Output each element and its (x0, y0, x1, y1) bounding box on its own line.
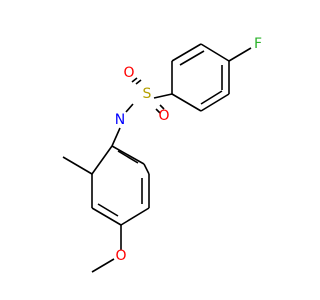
bond (171, 93, 202, 112)
bond (228, 47, 252, 62)
fluorine-atom-label: F (254, 36, 262, 52)
bond (91, 145, 113, 175)
oxygen-atom-label: O (123, 65, 134, 81)
molecule-diagram: F S O O N O (62, 36, 262, 273)
bond (179, 50, 205, 66)
bond (111, 145, 145, 165)
methoxy-oxygen-atom-label: O (115, 248, 126, 264)
bond (125, 103, 134, 113)
bond (117, 150, 139, 164)
bond (131, 77, 138, 83)
atom-labels: F S O O N O (115, 36, 262, 264)
bond (111, 127, 121, 147)
bond (200, 93, 230, 112)
bond (135, 79, 142, 85)
bond (155, 108, 161, 114)
bond (200, 90, 223, 105)
bond (97, 203, 119, 217)
bond (120, 207, 150, 226)
bond (62, 156, 93, 175)
bond (171, 43, 202, 62)
bond (91, 258, 115, 273)
bonds (62, 43, 252, 273)
bond (143, 163, 150, 175)
nitrogen-atom-label: N (115, 112, 125, 128)
bond (159, 104, 165, 110)
sulfur-atom-label: S (143, 86, 152, 102)
bond (200, 43, 230, 62)
bond (91, 207, 122, 226)
oxygen-atom-label: O (158, 108, 169, 124)
bond (153, 93, 173, 99)
